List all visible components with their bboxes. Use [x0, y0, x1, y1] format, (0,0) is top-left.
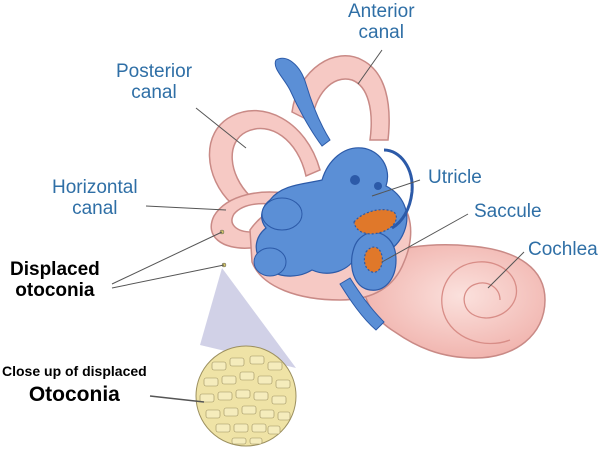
anterior-canal [291, 55, 390, 141]
cochlea-spiral [441, 261, 518, 345]
leader-displaced-2 [111, 264, 225, 289]
otoconia-crystals [199, 355, 291, 445]
anterior-label-line2: canal [358, 21, 404, 43]
magnifier-cone [200, 268, 296, 368]
endolymphatic-duct [383, 148, 414, 230]
blue-highlight [350, 175, 360, 185]
horizontal-label-line2: canal [72, 197, 118, 219]
saccule-label: Saccule [474, 201, 542, 222]
cochlea-label: Cochlea [528, 239, 598, 260]
displaced-label-line1: Displaced [10, 259, 100, 280]
cochlea [359, 244, 546, 359]
closeup-label: Close up of displaced Otoconia [2, 363, 147, 407]
horizontal-canal-label: Horizontal canal [52, 177, 138, 220]
leader-cochlea [487, 251, 525, 289]
utricle-label: Utricle [428, 167, 482, 188]
horizontal-label-line1: Horizontal [52, 177, 138, 198]
leader-closeup [149, 395, 205, 403]
displaced-label-line2: otoconia [15, 279, 95, 301]
cochlear-duct-blue [339, 277, 385, 331]
closeup-label-line2: Otoconia [28, 383, 120, 407]
utricle-macula [353, 209, 397, 235]
posterior-label-line2: canal [131, 81, 177, 103]
leader-posterior [195, 107, 247, 149]
membranous-anterior-duct [274, 57, 331, 147]
leader-lines [111, 49, 525, 403]
leader-anterior [357, 49, 383, 85]
saccule-macula [363, 246, 383, 273]
posterior-label-line1: Posterior [116, 61, 193, 82]
leader-utricle [371, 179, 421, 197]
leader-horizontal [145, 205, 227, 211]
ampulla-lower [253, 247, 287, 277]
anterior-label-line1: Anterior [348, 1, 415, 22]
leader-displaced-1 [111, 231, 223, 285]
displaced-otoconia-label: Displaced otoconia [10, 259, 100, 302]
anterior-canal-label: Anterior canal [348, 1, 415, 44]
posterior-canal-label: Posterior canal [116, 61, 193, 104]
closeup-label-line1: Close up of displaced [2, 363, 147, 379]
leader-saccule [381, 213, 469, 263]
ampulla-left [261, 197, 303, 231]
blue-highlight-2 [374, 182, 382, 190]
